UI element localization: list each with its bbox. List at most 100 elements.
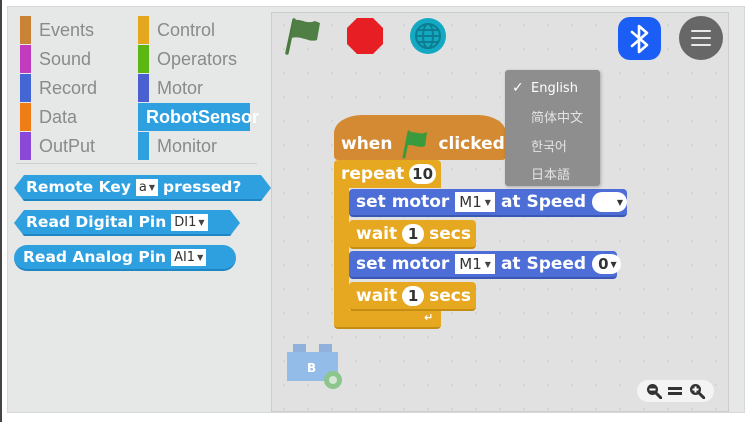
category-motor[interactable]: Motor [138,74,203,102]
dropdown-arrow-icon: ▼ [616,197,623,207]
remote-key-pressed-block[interactable]: Remote Key a▼ pressed? [14,175,271,201]
block-text: set motor [356,254,450,274]
repeat-block[interactable]: repeat 10 [334,160,441,188]
dropdown-arrow-icon: ▼ [484,197,491,207]
category-color-swatch [138,16,149,44]
block-text: set motor [356,192,450,212]
category-label: Sound [39,48,92,69]
category-color-swatch [138,45,149,73]
globe-icon[interactable] [409,17,447,55]
category-control[interactable]: Control [138,16,215,44]
block-text: Read Digital Pin [26,213,167,231]
block-text: when [341,133,393,154]
block-text: Read Analog Pin [23,248,167,266]
stop-icon[interactable] [346,17,384,55]
wait-block[interactable]: wait 1 secs [349,282,476,311]
category-label: Data [39,106,78,127]
zoom-out-icon [646,384,662,399]
dropdown-value: M1 [459,193,482,211]
green-flag-icon [402,130,428,158]
block-text: at Speed [500,254,587,274]
block-text: secs [429,223,471,244]
block-text: pressed? [163,178,242,196]
repeat-count-input[interactable]: 10 [409,164,436,184]
zoom-in-button[interactable] [688,382,706,400]
category-color-swatch [20,132,31,160]
zoom-in-icon [690,384,706,399]
category-events[interactable]: Events [20,16,94,44]
block-text: wait [356,223,398,244]
category-color-swatch [20,74,31,102]
palette-divider [16,163,257,164]
block-text: clicked [438,133,505,154]
wait-block[interactable]: wait 1 secs [349,220,476,249]
block-text: repeat [341,164,405,184]
read-digital-pin-block[interactable]: Read Digital Pin DI1▼ [14,210,240,236]
block-text: wait [356,285,398,306]
language-option-korean[interactable]: 한국어 [505,131,600,160]
language-menu: ✓ English 简体中文 한국어 日本語 [505,70,600,186]
robot-sprite[interactable]: B [287,344,347,394]
bluetooth-button[interactable] [618,17,661,60]
menu-button[interactable] [679,16,723,60]
dropdown-arrow-icon: ▼ [148,182,156,192]
language-label: 한국어 [531,139,567,155]
category-output[interactable]: OutPut [20,132,95,160]
hamburger-line [691,37,711,39]
category-label: OutPut [39,135,96,156]
set-motor-speed-block[interactable]: set motor M1▼ at Speed ▼ [349,189,627,217]
category-color-swatch [138,132,149,160]
remote-key-dropdown[interactable]: a▼ [136,179,158,196]
bluetooth-icon [630,24,648,53]
category-color-swatch [20,45,31,73]
repeat-block-arm [334,186,349,312]
language-option-simplified-chinese[interactable]: 简体中文 [505,103,600,132]
digital-pin-dropdown[interactable]: DI1▼ [171,214,207,231]
category-label: Operators [157,48,238,69]
speed-value: 0 [598,255,609,273]
speed-input[interactable]: ▼ [592,192,627,212]
zoom-out-button[interactable] [645,382,663,400]
analog-pin-dropdown[interactable]: AI1▼ [171,248,207,266]
category-monitor[interactable]: Monitor [138,132,217,160]
zoom-controls [637,380,714,402]
dropdown-value: M1 [459,255,482,273]
language-label: 简体中文 [531,111,584,127]
zoom-reset-button[interactable] [666,382,684,400]
dropdown-value: AI1 [174,249,196,265]
category-label: Control [157,19,216,40]
dropdown-arrow-icon: ▼ [197,252,204,262]
category-label: Events [39,19,95,40]
hamburger-line [691,30,711,32]
category-sound[interactable]: Sound [20,45,91,73]
set-motor-speed-block[interactable]: set motor M1▼ at Speed 0▼ [349,251,621,279]
green-flag-icon[interactable] [282,16,322,56]
equals-icon [668,387,683,395]
motor-dropdown[interactable]: M1▼ [455,254,495,274]
dropdown-value: DI1 [174,214,197,230]
wait-seconds-input[interactable]: 1 [402,223,425,244]
block-text: secs [429,285,471,306]
block-text: Remote Key [26,178,131,196]
category-data[interactable]: Data [20,103,77,131]
repeat-block-bottom [334,310,441,329]
when-flag-clicked-block[interactable]: when clicked [334,115,506,160]
language-option-japanese[interactable]: 日本語 [505,160,600,189]
motor-dropdown[interactable]: M1▼ [455,192,495,212]
dropdown-value: a [138,179,147,195]
language-label: English [531,80,578,96]
category-robotsensor[interactable]: RobotSensor [138,103,259,131]
category-label: RobotSensor [146,106,260,127]
category-operators[interactable]: Operators [138,45,237,73]
category-color-swatch [138,74,149,102]
category-record[interactable]: Record [20,74,97,102]
robot-brick-icon: B [287,344,342,389]
language-option-english[interactable]: ✓ English [505,74,600,103]
dropdown-arrow-icon: ▼ [484,259,491,269]
speed-input[interactable]: 0▼ [592,254,621,274]
checkmark-icon: ✓ [512,80,524,97]
wait-seconds-input[interactable]: 1 [402,285,425,306]
category-color-swatch [20,103,31,131]
read-analog-pin-block[interactable]: Read Analog Pin AI1▼ [14,245,236,271]
